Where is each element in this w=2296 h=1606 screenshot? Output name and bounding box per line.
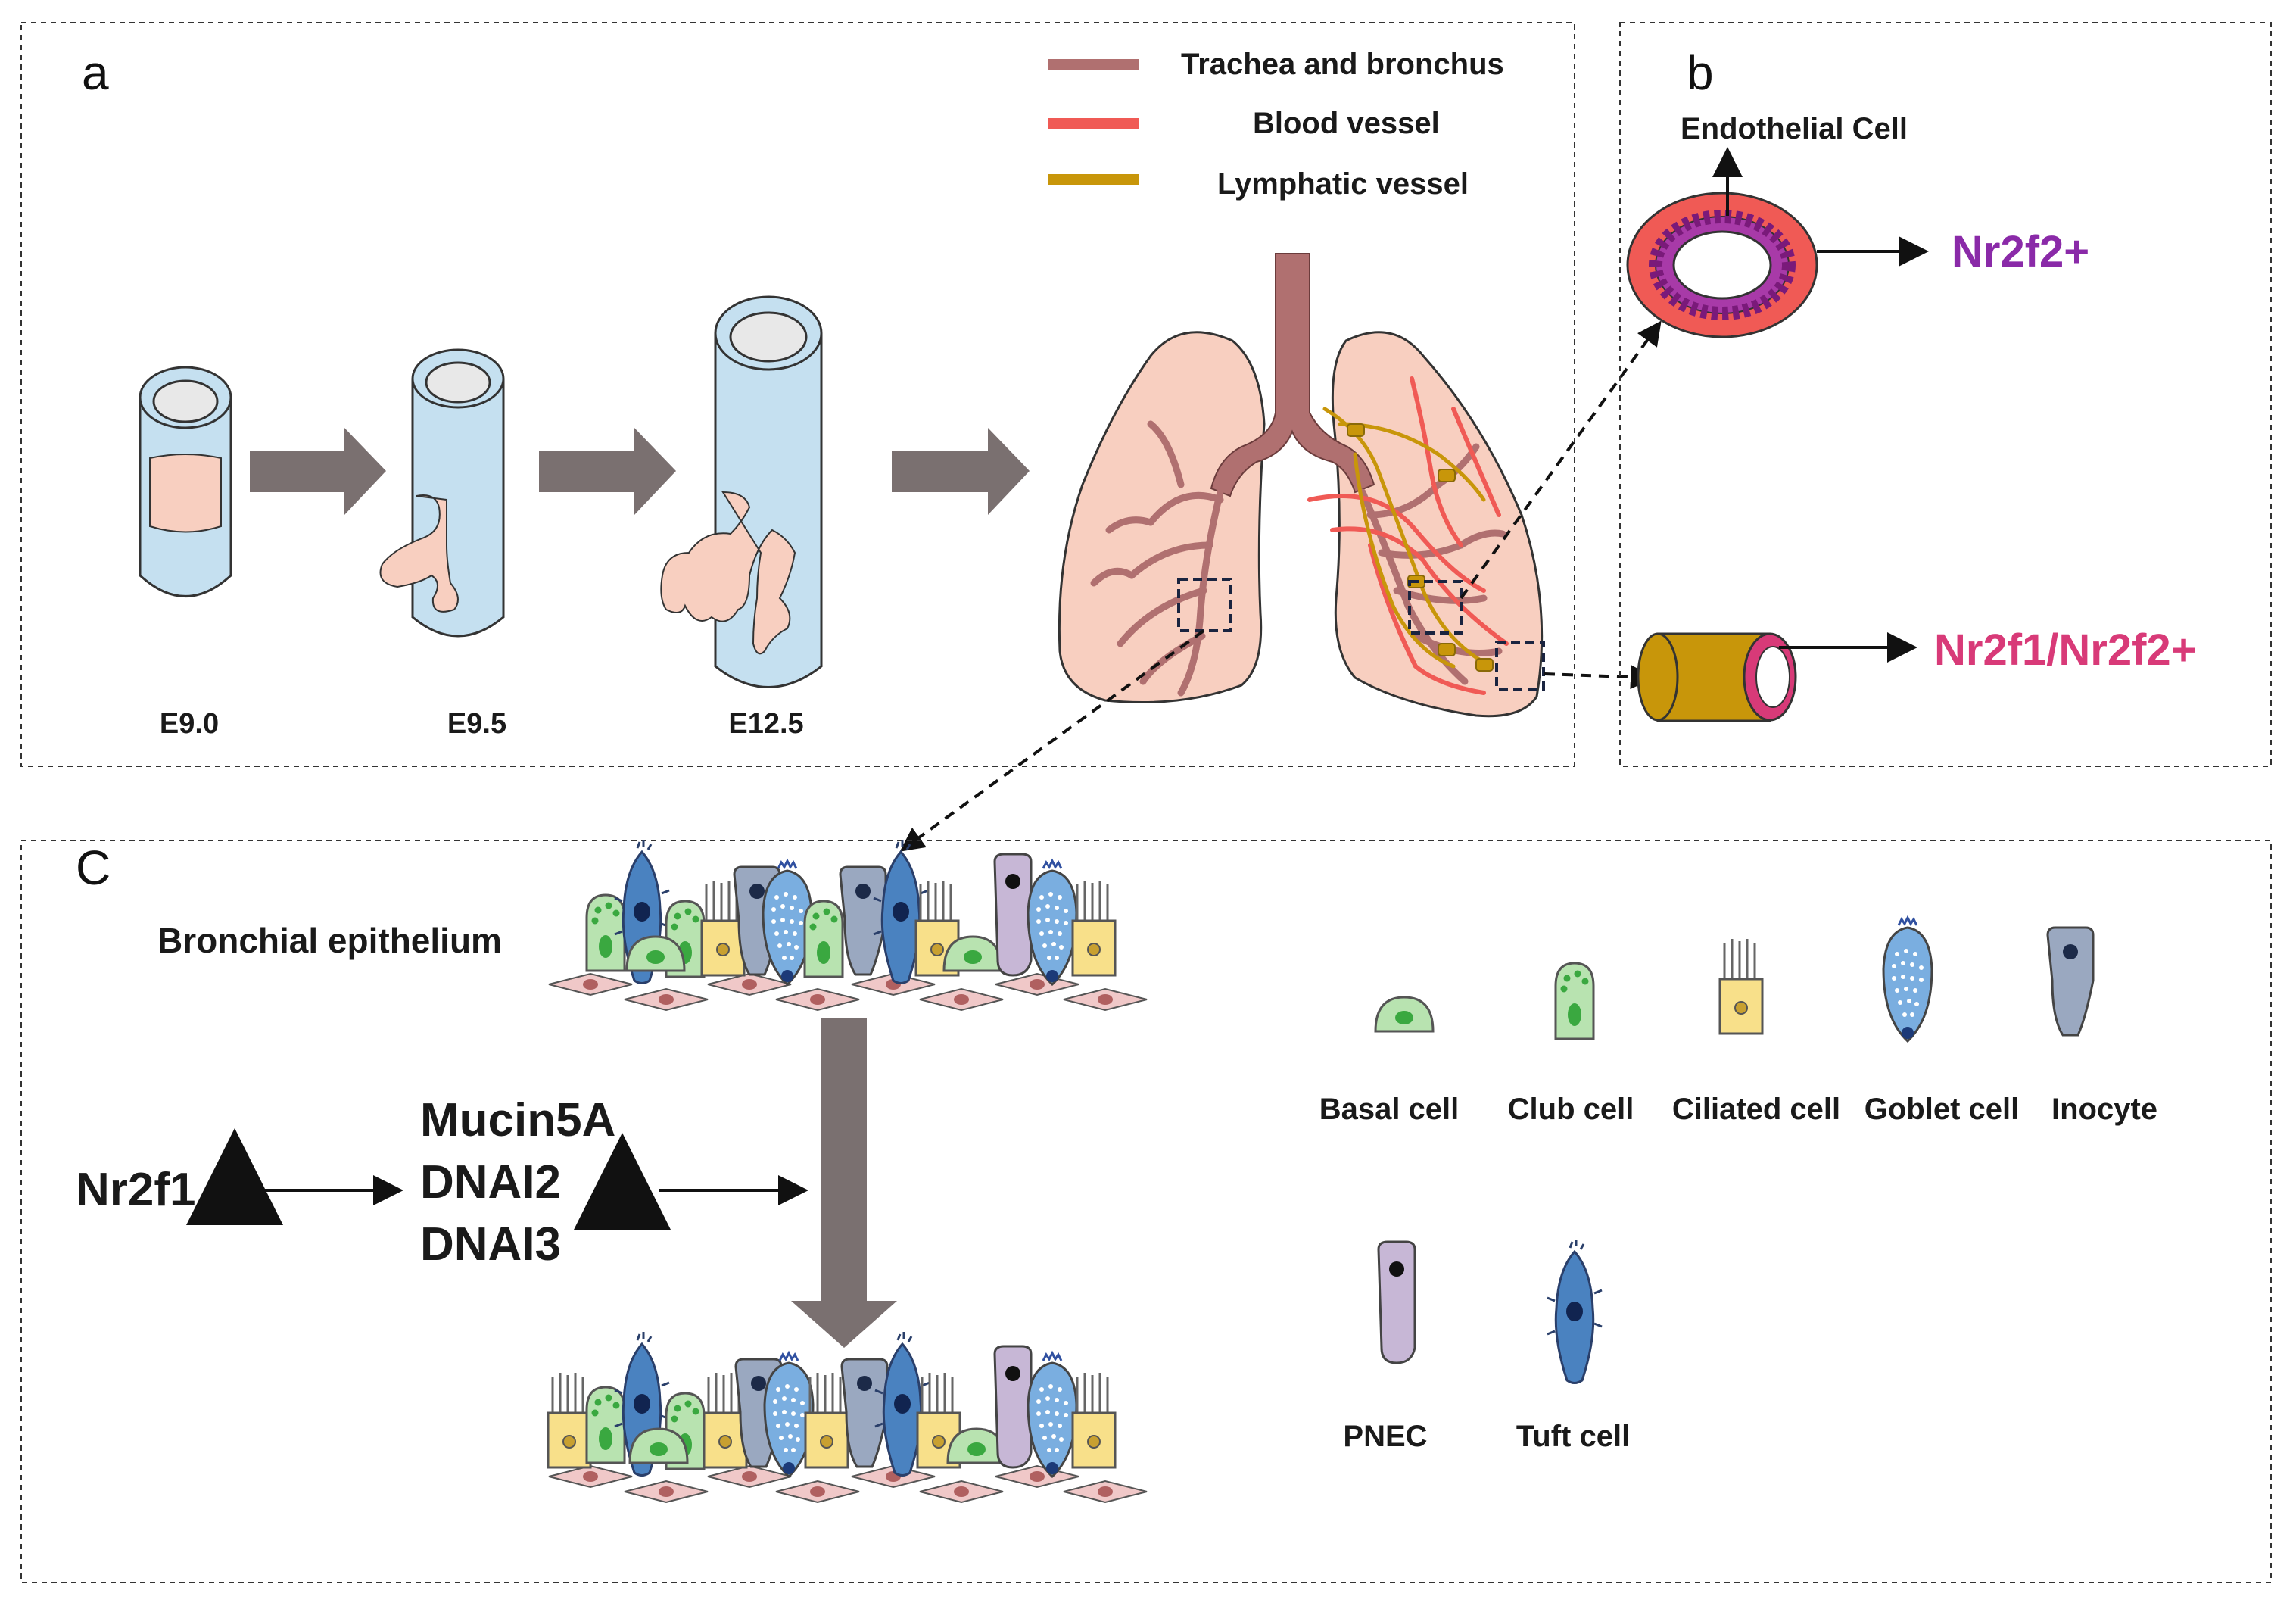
zoom-arrow-lymph [1544, 665, 1655, 690]
legend: Trachea and bronchus Blood vessel Lympha… [1048, 48, 1504, 201]
blood-vessel-cross-section [1626, 192, 1818, 338]
inocyte-label: Inocyte [2051, 1093, 2157, 1126]
goblet-cell-icon [1882, 916, 1933, 1043]
basal-cell-label: Basal cell [1319, 1093, 1460, 1126]
panel-b-frame [1619, 22, 2272, 767]
zoom-box-bronchus [1177, 578, 1232, 632]
zoom-arrow-bronchus [899, 629, 1205, 852]
progression-arrow-2 [539, 428, 676, 515]
panel-c-frame [20, 840, 2272, 1583]
legend-blood-label: Blood vessel [1253, 107, 1440, 140]
zoom-box-lymph [1495, 641, 1545, 691]
target-gene-3: DNAI3 [420, 1218, 561, 1271]
zoom-box-blood [1408, 580, 1463, 635]
basal-cell-icon [1374, 996, 1435, 1033]
stage-e9-5-tube [379, 348, 505, 638]
stage-label-e9-0: E9.0 [160, 708, 219, 740]
panel-a-frame [20, 22, 1575, 767]
panel-b-label: b [1687, 45, 1714, 100]
club-cell-label: Club cell [1508, 1093, 1634, 1126]
transition-arrow-down [791, 1018, 897, 1348]
epithelium-after [547, 1330, 1148, 1503]
goblet-cell-label: Goblet cell [1865, 1093, 2020, 1126]
progression-arrow-3 [892, 428, 1030, 515]
inocyte-icon [2046, 926, 2095, 1037]
zoom-arrow-blood [1460, 320, 1662, 600]
stage-e9-0-tube [139, 366, 232, 597]
progression-arrow-1 [250, 428, 386, 515]
stage-label-e12-5: E12.5 [728, 708, 803, 740]
epithelium-before [548, 838, 1148, 1011]
target-gene-2: DNAI2 [420, 1156, 561, 1208]
pnec-label: PNEC [1343, 1420, 1427, 1453]
tuft-cell-label: Tuft cell [1516, 1420, 1630, 1453]
lymphatic-vessel-cylinder [1637, 632, 1797, 722]
panel-c-label: C [76, 840, 111, 895]
bronchial-epithelium-label: Bronchial epithelium [157, 921, 502, 960]
blood-vessel-marker: Nr2f2+ [1952, 227, 2089, 276]
pnec-icon [1377, 1240, 1416, 1364]
tuft-cell-icon [1546, 1238, 1603, 1384]
regulator-label: Nr2f1 [76, 1164, 196, 1216]
panel-a-label: a [82, 45, 109, 100]
stage-e12-5-tube [660, 295, 823, 688]
legend-trachea-label: Trachea and bronchus [1181, 48, 1504, 81]
legend-lymph-label: Lymphatic vessel [1217, 167, 1469, 201]
endothelial-cell-label: Endothelial Cell [1681, 112, 1908, 145]
target-gene-1: Mucin5A [420, 1094, 615, 1146]
lung-illustration [1058, 253, 1545, 718]
cell-type-legend: Basal cell Club cell Ciliated cell Goble… [1319, 916, 2157, 1453]
club-cell-icon [1554, 962, 1595, 1040]
ciliated-cell-label: Ciliated cell [1672, 1093, 1840, 1126]
stage-label-e9-5: E9.5 [447, 708, 506, 740]
lymph-vessel-marker: Nr2f1/Nr2f2+ [1934, 625, 2197, 675]
ciliated-cell-icon [1718, 937, 1764, 1035]
